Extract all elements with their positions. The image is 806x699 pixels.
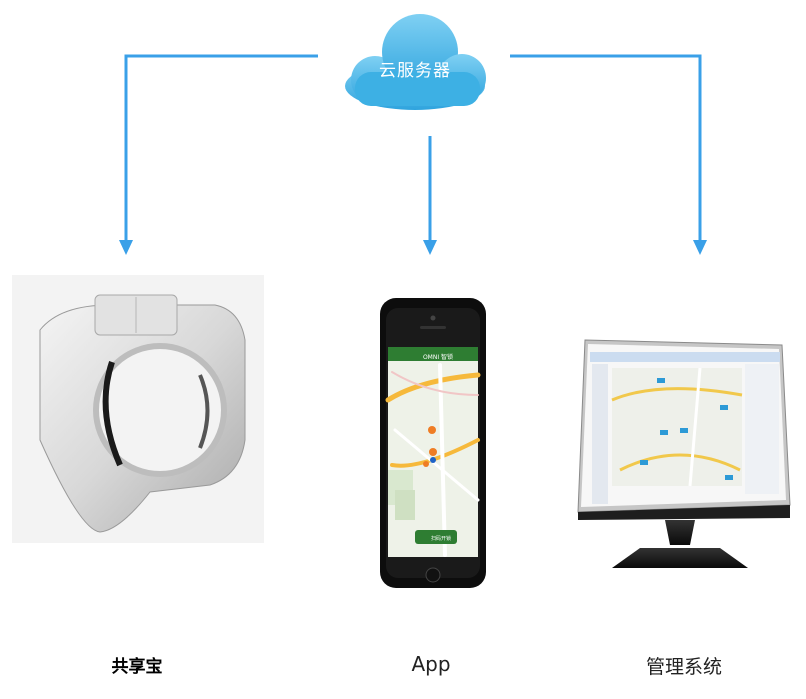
desktop-monitor-image <box>577 339 791 568</box>
arrowheads <box>119 240 707 255</box>
smartphone-image <box>380 298 486 588</box>
smart-lock-device-image <box>12 275 264 543</box>
arrow-to-management <box>510 54 702 240</box>
device-caption: 共享宝 <box>111 657 163 677</box>
arrow-to-device <box>124 54 318 240</box>
cloud-icon <box>345 14 486 110</box>
phone-scan-button: 扫码开锁 <box>430 536 451 542</box>
arrowhead-device <box>119 240 133 255</box>
connector-arrows <box>124 54 702 240</box>
phone-app-title: OMNI 智锁 <box>422 354 454 361</box>
app-caption: App <box>411 652 451 676</box>
monitor-map-roads <box>611 367 743 487</box>
arrowhead-app <box>423 240 437 255</box>
monitor-map-markers <box>640 378 733 480</box>
cloud-server-label: 云服务器 <box>379 61 451 81</box>
phone-map <box>385 363 481 557</box>
map-pin-icons <box>423 426 437 467</box>
management-system-caption: 管理系统 <box>645 656 722 678</box>
arrowhead-management <box>693 240 707 255</box>
